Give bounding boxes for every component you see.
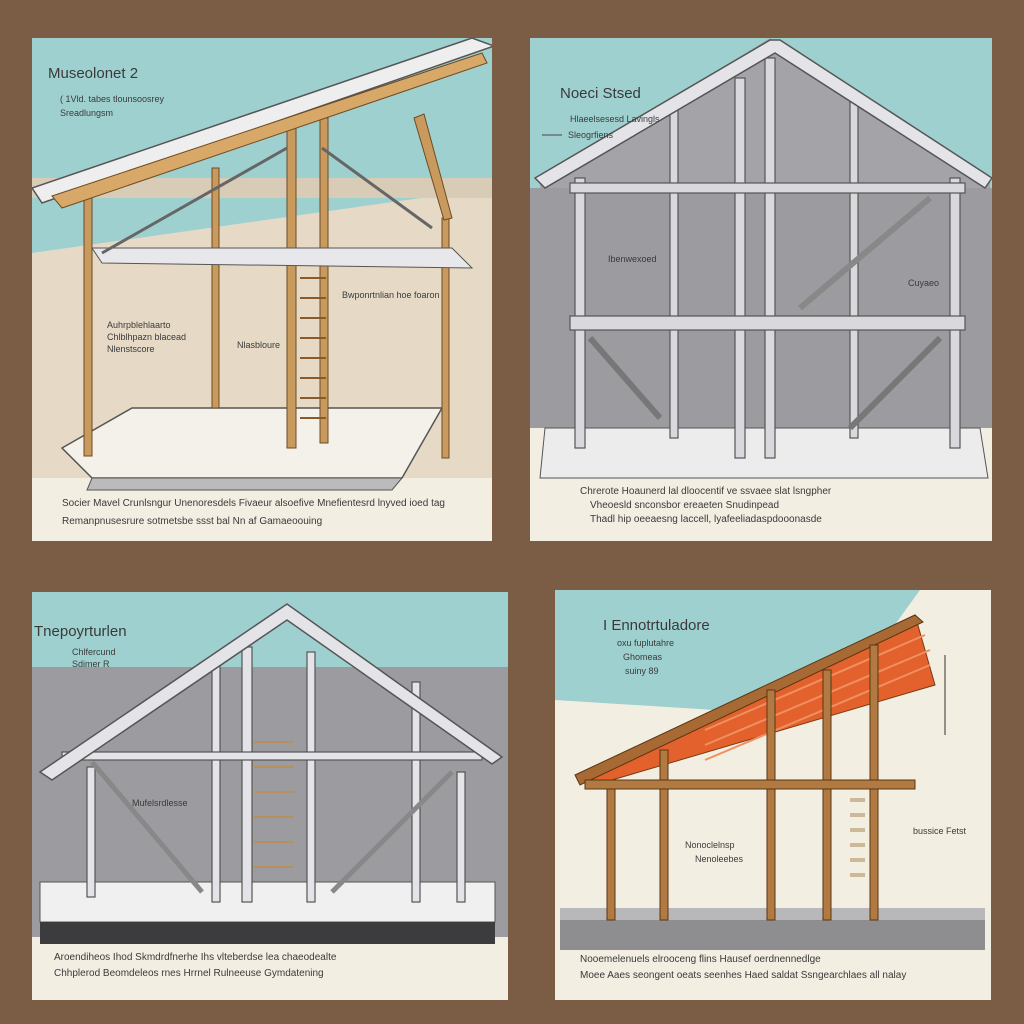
callout-label: Nenoleebes: [695, 854, 744, 864]
steel-frame-illustration: Noeci Stsed Hlaeelsesesd Lavingls Sleogr…: [530, 38, 992, 541]
panel-title: Noeci Stsed: [560, 85, 641, 102]
callout-label: Bwponrtnlian hoe foaron: [342, 290, 440, 300]
panel-title: Tnepoyrturlen: [34, 623, 127, 640]
callout-label: Nlasbloure: [237, 340, 280, 350]
caption-line: Chhplerod Beomdeleos rnes Hrrnel Rulneeu…: [54, 968, 324, 979]
panel-subtitle: Sreadlungsm: [60, 108, 113, 118]
callout-label: Ibenwexoed: [608, 254, 657, 264]
caption-line: Aroendiheos Ihod Skmdrdfnerhe Ihs vltebe…: [54, 952, 337, 963]
panel-subtitle: Ghomeas: [623, 652, 663, 662]
panel-subtitle: Sleogrfiens: [568, 130, 614, 140]
callout-label: Mufelsrdlesse: [132, 798, 188, 808]
callout-label: bussice Fetst: [913, 826, 967, 836]
panel-subtitle: suiny 89: [625, 666, 659, 676]
shed-roof-illustration: I Ennotrtuladore oxu fuplutahre Ghomeas …: [555, 590, 991, 1000]
panel-title: I Ennotrtuladore: [603, 617, 710, 634]
panel-title: Museolonet 2: [48, 65, 138, 82]
callout-label: Chlblhpazn blacead: [107, 332, 186, 342]
caption-line: Thadl hip oeeaesng laccell, lyafeeliadas…: [590, 514, 822, 525]
panel-subtitle: ( 1Vld. tabes tlounsoosrey: [60, 94, 165, 104]
panel-subtitle: oxu fuplutahre: [617, 638, 674, 648]
callout-label: Cuyaeo: [908, 278, 939, 288]
panel-steel-frame-diagram: Noeci Stsed Hlaeelsesesd Lavingls Sleogr…: [530, 38, 992, 541]
panel-subtitle: Sdimer R: [72, 659, 110, 669]
caption-line: Socier Mavel Crunlsngur Unenoresdels Fiv…: [62, 498, 445, 509]
caption-line: Remanpnusesrure sotmetsbe ssst bal Nn af…: [62, 516, 322, 527]
panel-shed-roof-diagram: I Ennotrtuladore oxu fuplutahre Ghomeas …: [555, 590, 991, 1000]
callout-label: Auhrpblehlaarto: [107, 320, 171, 330]
callout-label: Nlenstscore: [107, 344, 155, 354]
panel-subtitle: Hlaeelsesesd Lavingls: [570, 114, 660, 124]
panel-gable-frame-diagram: Tnepoyrturlen Chlfercund Sdimer R Mufels…: [32, 592, 508, 1000]
caption-line: Vheoesld snconsbor ereaeten Snudinpead: [590, 500, 779, 511]
caption-line: Nooemelenuels elrooceng flins Hausef oer…: [580, 954, 821, 965]
caption-line: Moee Aaes seongent oeats seenhes Haed sa…: [580, 970, 906, 981]
wood-frame-illustration: Museolonet 2 ( 1Vld. tabes tlounsoosrey …: [32, 38, 492, 541]
panel-subtitle: Chlfercund: [72, 647, 116, 657]
callout-label: Nonoclelnsp: [685, 840, 735, 850]
gable-frame-illustration: Tnepoyrturlen Chlfercund Sdimer R Mufels…: [32, 592, 508, 1000]
panel-wood-frame-diagram: Museolonet 2 ( 1Vld. tabes tlounsoosrey …: [32, 38, 492, 541]
caption-line: Chrerote Hoaunerd lal dloocentif ve ssva…: [580, 486, 832, 497]
